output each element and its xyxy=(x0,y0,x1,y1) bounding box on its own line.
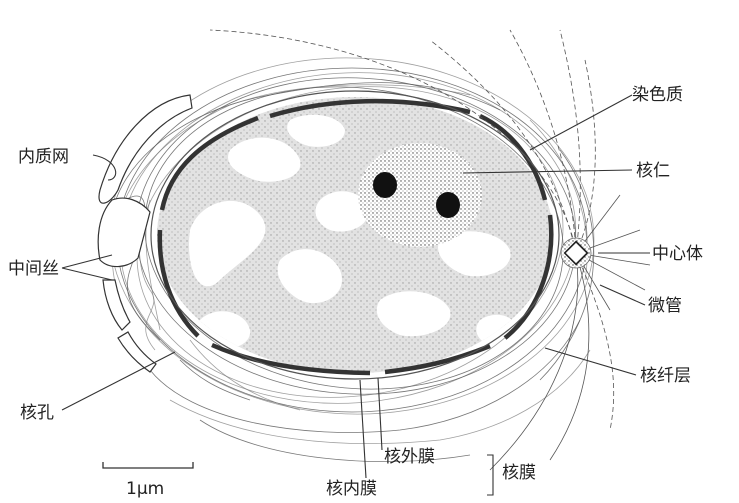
label-centrosome: 中心体 xyxy=(652,244,703,264)
envelope-bracket xyxy=(487,455,493,495)
scale-bar xyxy=(103,462,193,468)
label-outer-membrane: 核外膜 xyxy=(384,447,435,467)
centrosome-body xyxy=(561,238,591,268)
label-microtubule: 微管 xyxy=(648,296,682,316)
nucleolus-body xyxy=(358,143,482,247)
leader-inner-membrane xyxy=(360,380,366,478)
label-nuclear-pore: 核孔 xyxy=(20,403,54,423)
label-chromatin: 染色质 xyxy=(632,85,683,105)
label-er: 内质网 xyxy=(18,147,69,167)
leader-microtubule xyxy=(600,285,645,305)
leader-pore xyxy=(62,352,175,410)
leader-filament-2 xyxy=(62,268,112,280)
leader-chromatin xyxy=(530,95,632,150)
label-nuclear-lamina: 核纤层 xyxy=(640,366,691,386)
nucleus xyxy=(151,91,559,379)
label-intermediate-filament: 中间丝 xyxy=(8,259,59,279)
label-nucleolus: 核仁 xyxy=(636,161,670,181)
scale-bar-label: 1μm xyxy=(126,479,164,499)
label-nuclear-envelope: 核膜 xyxy=(502,463,536,483)
label-inner-membrane: 核内膜 xyxy=(326,479,377,499)
